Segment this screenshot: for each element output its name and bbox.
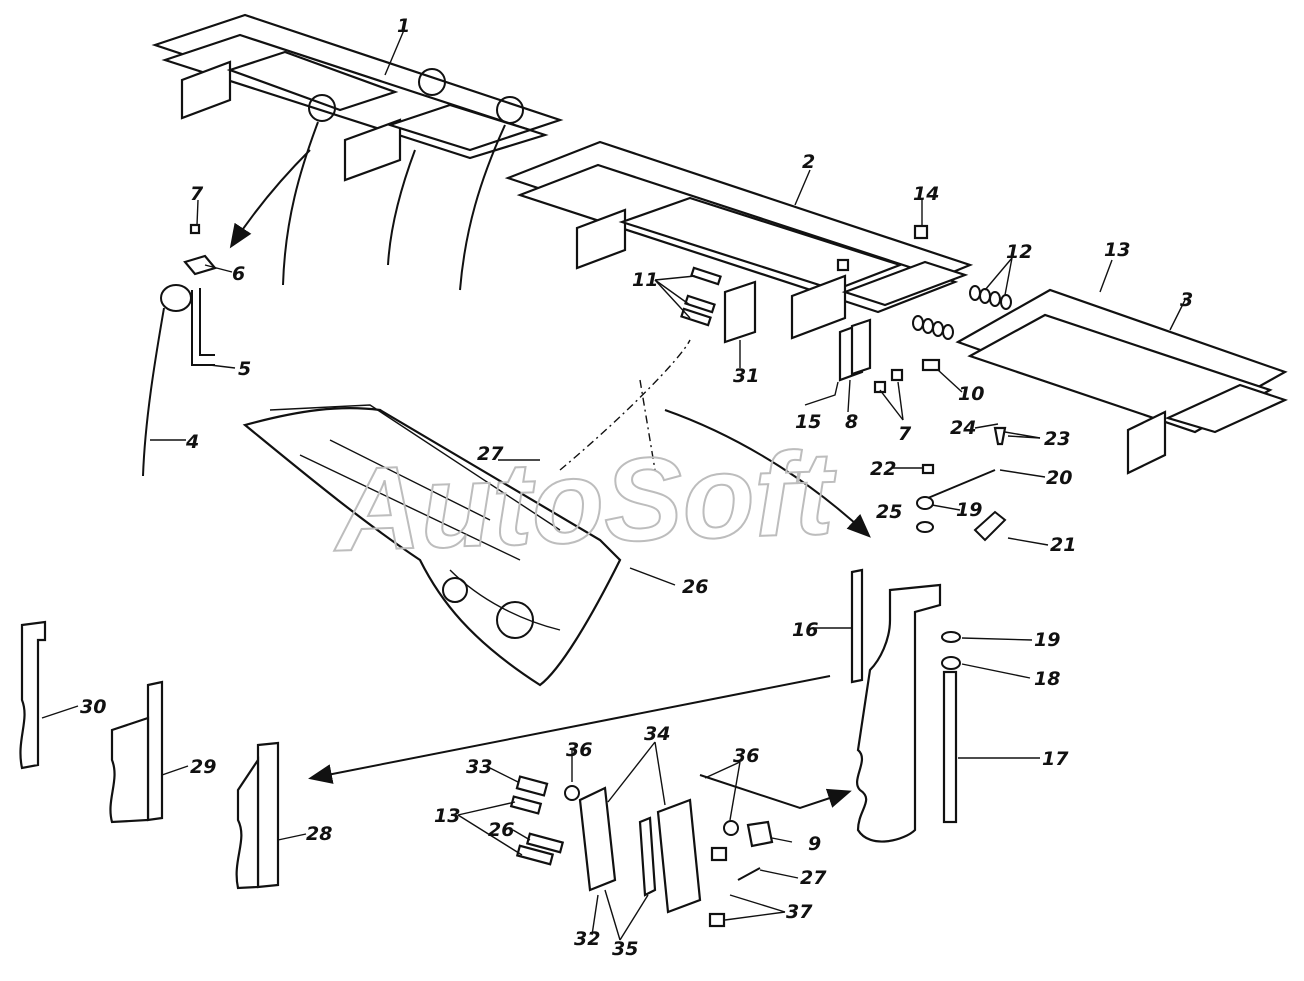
- callout-25: 25: [876, 501, 902, 523]
- brackets-31-8: [723, 280, 872, 382]
- callout-20: 20: [1046, 467, 1072, 489]
- leader-lines: [41, 29, 1186, 941]
- callout-26-bottom: 26: [488, 819, 514, 841]
- callout-9: 9: [808, 833, 821, 855]
- callout-27-bottom: 27: [800, 867, 827, 889]
- callout-3: 3: [1180, 289, 1193, 311]
- callout-15: 15: [795, 411, 821, 433]
- callout-24: 24: [950, 417, 976, 439]
- washers-12: [912, 285, 1012, 340]
- callout-11: 11: [632, 269, 658, 291]
- callout-31: 31: [733, 365, 759, 387]
- frame-section-3: [955, 288, 1288, 475]
- callout-16: 16: [792, 619, 818, 641]
- callout-5: 5: [238, 358, 251, 380]
- callout-32: 32: [574, 928, 600, 950]
- frame-section-2: [504, 140, 974, 340]
- spring-tines: [282, 121, 506, 291]
- nuts-14-7-10: [836, 224, 941, 394]
- assembly-arrows: [229, 149, 871, 810]
- callout-35: 35: [612, 938, 638, 960]
- callout-17: 17: [1042, 748, 1069, 770]
- bolts-11: [680, 266, 722, 327]
- tine-assembly-4-5-6-7: [142, 223, 217, 477]
- callout-34: 34: [644, 723, 670, 745]
- callout-19-bottom: 19: [1034, 629, 1060, 651]
- callout-21: 21: [1050, 534, 1076, 556]
- callout-7-left: 7: [190, 183, 204, 205]
- callout-6: 6: [232, 263, 245, 285]
- bracket-plates-32-37: [509, 775, 774, 928]
- callout-13-bottom: 13: [434, 805, 460, 827]
- callout-29: 29: [190, 756, 216, 778]
- callout-30: 30: [80, 696, 106, 718]
- callout-7-center: 7: [898, 423, 912, 445]
- callout-1: 1: [397, 15, 410, 37]
- callout-13-top: 13: [1104, 239, 1130, 261]
- callout-2: 2: [802, 151, 815, 173]
- callout-37: 37: [786, 901, 813, 923]
- callout-19-top: 19: [956, 499, 982, 521]
- callout-8: 8: [845, 411, 858, 433]
- callout-22: 22: [870, 458, 896, 480]
- hitch-assembly-right: [850, 426, 1007, 843]
- machine-body: [242, 339, 691, 687]
- callout-36-left: 36: [566, 739, 592, 761]
- callout-27-center: 27: [477, 443, 504, 465]
- callout-14: 14: [913, 183, 939, 205]
- callout-12: 12: [1006, 241, 1032, 263]
- callout-labels: 1 2 3 4 5 6 7 7 8 9 10 11 12 13 13 14 15…: [80, 15, 1193, 960]
- callout-4: 4: [185, 431, 199, 453]
- watermark-text: AutoSoft: [330, 427, 840, 577]
- callout-10: 10: [958, 383, 984, 405]
- hook-plates-28-29-30: [19, 620, 280, 890]
- callout-18: 18: [1034, 668, 1060, 690]
- frame-section-1: [151, 13, 564, 182]
- callout-23: 23: [1044, 428, 1070, 450]
- callout-28: 28: [306, 823, 332, 845]
- callout-33: 33: [466, 756, 492, 778]
- callout-36-right: 36: [733, 745, 759, 767]
- callout-26-center: 26: [682, 576, 708, 598]
